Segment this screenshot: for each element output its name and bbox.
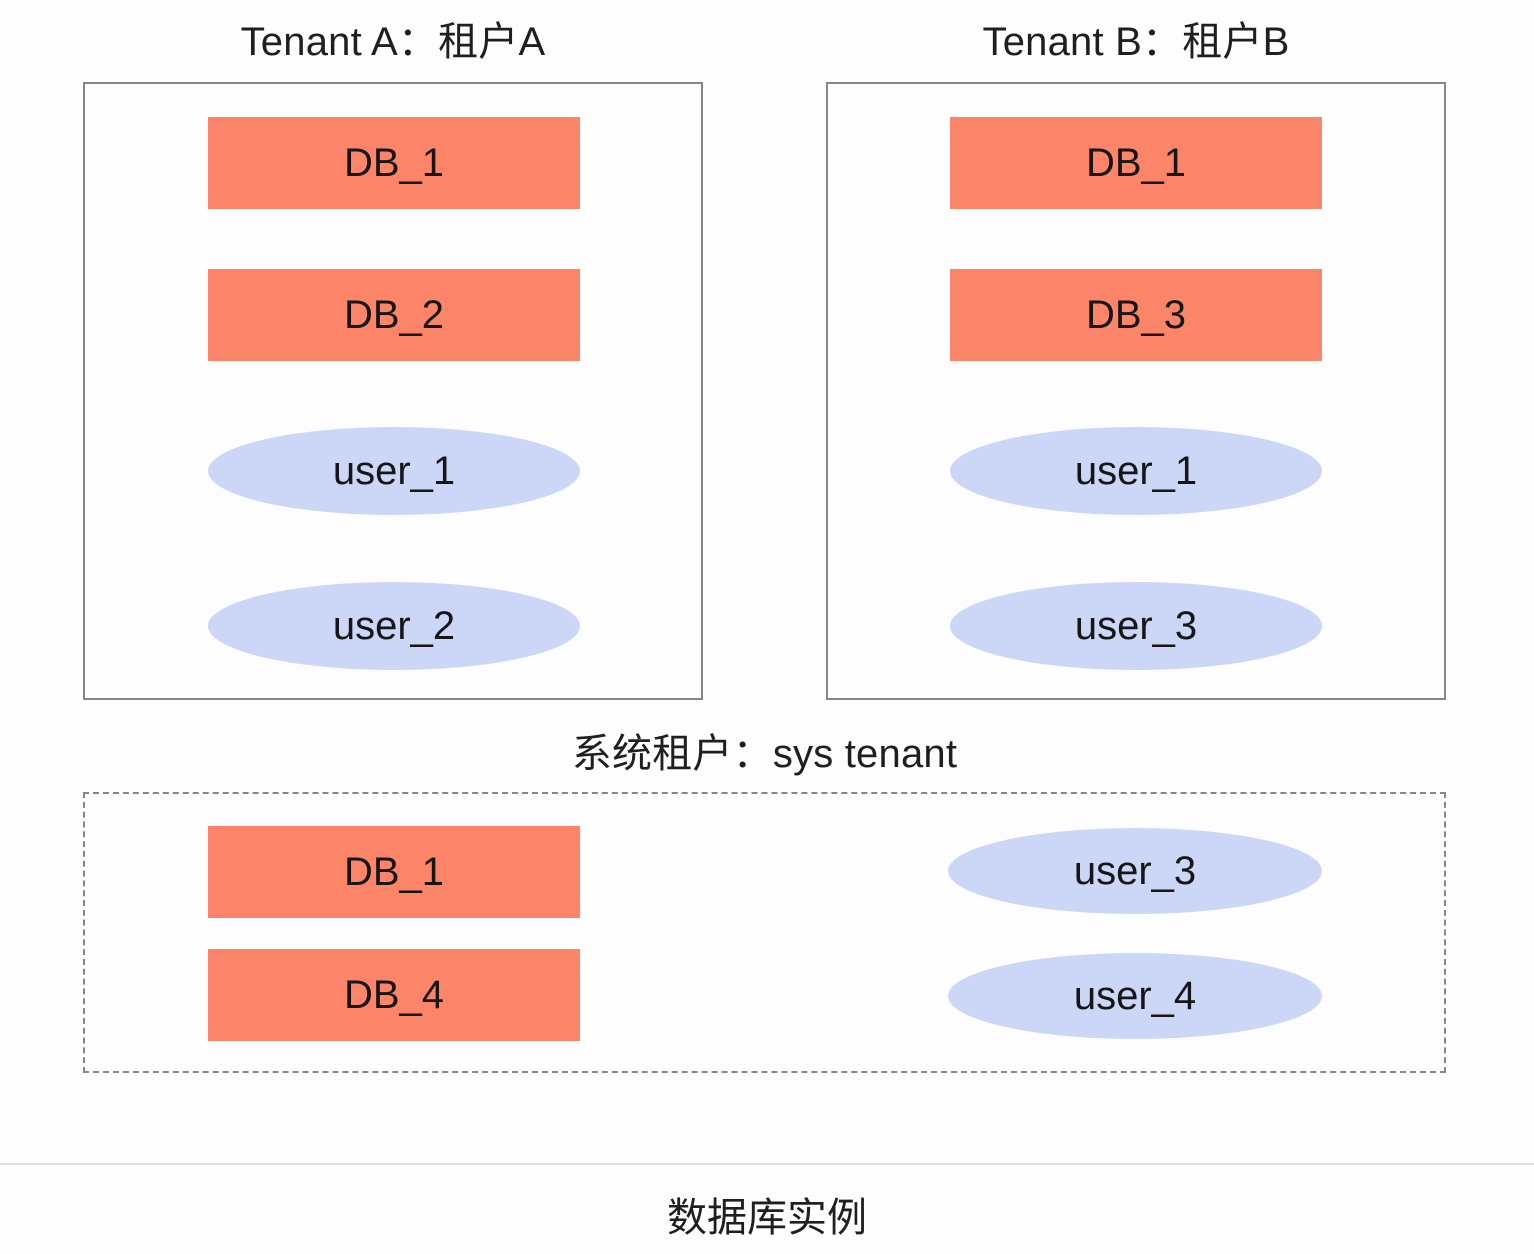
instance-caption: 数据库实例 (667, 1196, 867, 1240)
tenant-sys-user-3[interactable]: user_3 (948, 828, 1322, 914)
tenant-b-database-db-1[interactable]: DB_1 (950, 117, 1322, 209)
tenant-b-user-1[interactable]: user_1 (950, 427, 1322, 515)
tenant-a-user-2[interactable]: user_2 (208, 582, 580, 670)
tenant-b-database-db-3[interactable]: DB_3 (950, 269, 1322, 361)
tenant-a-caption: Tenant A：租户A (240, 20, 546, 64)
tenant-sys-caption: 系统租户：sys tenant (571, 732, 958, 776)
tenant-a-user-1[interactable]: user_1 (208, 427, 580, 515)
tenant-sys-database-db-4[interactable]: DB_4 (208, 949, 580, 1041)
tenant-b-caption: Tenant B：租户B (982, 20, 1290, 64)
tenant-a-container (83, 82, 703, 700)
footer-divider (0, 1163, 1534, 1165)
tenant-sys-user-4[interactable]: user_4 (948, 953, 1322, 1039)
tenant-a-database-db-2[interactable]: DB_2 (208, 269, 580, 361)
tenant-sys-database-db-1[interactable]: DB_1 (208, 826, 580, 918)
tenant-b-user-3[interactable]: user_3 (950, 582, 1322, 670)
tenant-sys-container (83, 792, 1446, 1073)
tenant-a-database-db-1[interactable]: DB_1 (208, 117, 580, 209)
tenant-b-container (826, 82, 1446, 700)
